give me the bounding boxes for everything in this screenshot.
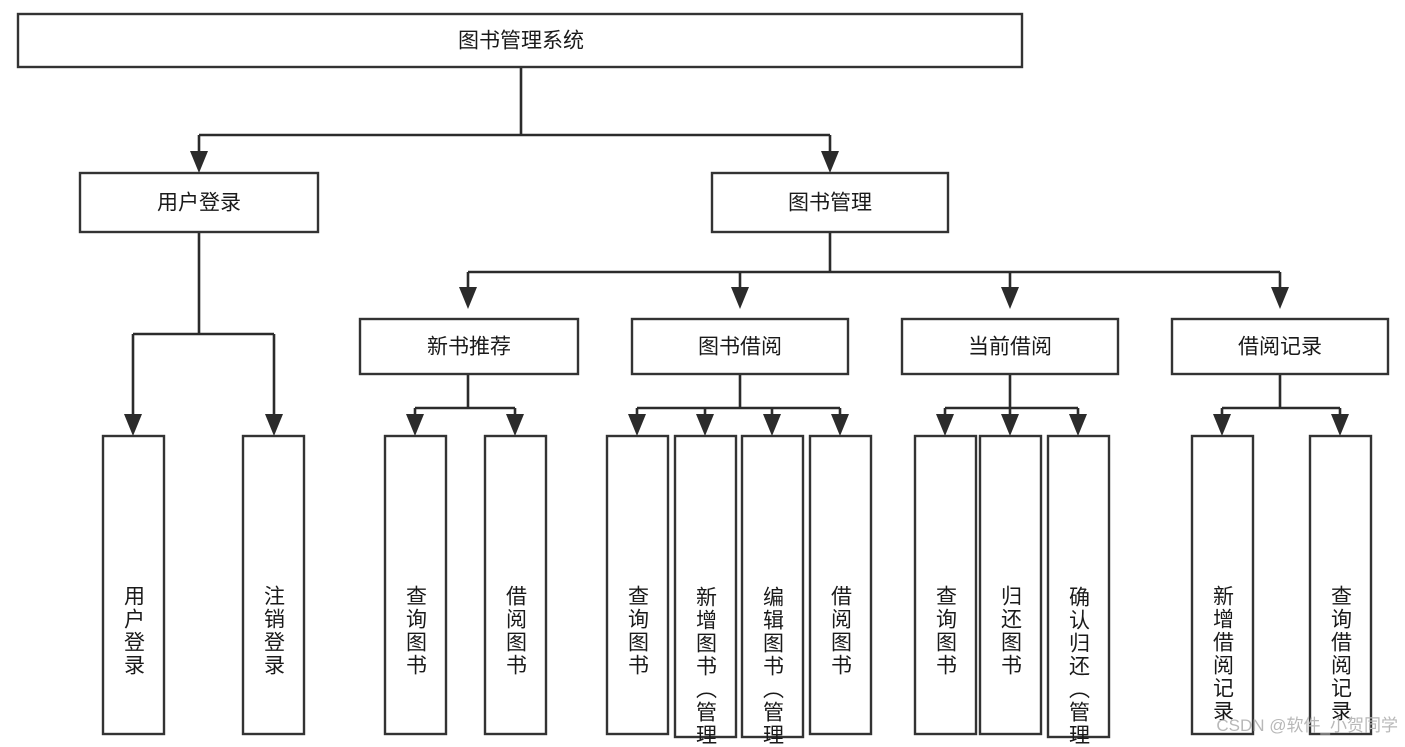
node-leaf-borrow-book-1-label: 借阅图书 [504,585,528,677]
arrow-icon-leaf-edit-book [763,414,781,436]
node-new-book-recommend-label: 新书推荐 [427,336,511,359]
node-leaf-borrow-book-2-box[interactable] [808,434,873,736]
node-leaf-confirm-return-box[interactable] [1046,434,1111,739]
node-leaf-user-login-box[interactable] [101,434,166,736]
arrow-icon-leaf-user-login [124,414,142,436]
arrow-icon-leaf-confirm-return [1069,414,1087,436]
node-leaf-query-book-1[interactable]: 查询图书 [383,434,448,736]
node-book-management-label: 图书管理 [788,192,872,215]
node-book-borrow-box[interactable] [630,317,850,376]
node-root[interactable]: 图书管理系统 [16,12,1024,69]
node-leaf-borrow-book-1[interactable]: 借阅图书 [483,434,548,736]
arrow-icon-borrow-record [1271,287,1289,309]
node-current-borrow-label: 当前借阅 [968,336,1052,359]
node-leaf-query-book-3-label: 查询图书 [934,585,958,677]
node-borrow-record[interactable]: 借阅记录 [1170,317,1390,376]
node-book-management-box[interactable] [710,171,950,234]
connector-layer [124,67,1349,436]
node-leaf-query-book-2-label: 查询图书 [626,585,650,677]
node-leaf-edit-book[interactable]: 编辑图书（管理员） [740,434,805,747]
node-user-login-box[interactable] [78,171,320,234]
node-leaf-confirm-return[interactable]: 确认归还（管理员） [1046,434,1111,747]
node-leaf-return-book-label: 归还图书 [999,585,1023,677]
node-leaf-user-login-label: 用户登录 [122,585,146,677]
node-leaf-edit-book-label: 编辑图书（管理员） [761,586,785,747]
arrow-icon-leaf-query-book-2 [628,414,646,436]
node-leaf-logout-login-box[interactable] [241,434,306,736]
arrow-icon-book-management [821,151,839,173]
arrow-icon-leaf-query-book-1 [406,414,424,436]
node-leaf-edit-book-box[interactable] [740,434,805,739]
node-current-borrow-box[interactable] [900,317,1120,376]
node-current-borrow[interactable]: 当前借阅 [900,317,1120,376]
node-leaf-borrow-book-2[interactable]: 借阅图书 [808,434,873,736]
node-root-box[interactable] [16,12,1024,69]
arrow-icon-leaf-borrow-book-2 [831,414,849,436]
node-leaf-return-book-box[interactable] [978,434,1043,736]
node-leaf-add-record-box[interactable] [1190,434,1255,736]
node-book-management[interactable]: 图书管理 [710,171,950,234]
node-user-login-label: 用户登录 [157,192,241,215]
node-leaf-add-book-label: 新增图书（管理员） [694,586,718,747]
node-leaf-confirm-return-label: 确认归还（管理员） [1067,586,1091,747]
node-leaf-query-book-3[interactable]: 查询图书 [913,434,978,736]
node-leaf-logout-login[interactable]: 注销登录 [241,434,306,736]
node-book-borrow[interactable]: 图书借阅 [630,317,850,376]
node-leaf-borrow-book-2-label: 借阅图书 [829,585,853,677]
node-borrow-record-label: 借阅记录 [1238,336,1322,359]
arrow-icon-leaf-logout-login [265,414,283,436]
node-root-label: 图书管理系统 [458,30,584,53]
node-new-book-recommend[interactable]: 新书推荐 [358,317,580,376]
node-leaf-return-book[interactable]: 归还图书 [978,434,1043,736]
arrow-icon-new-book-recommend [459,287,477,309]
node-leaf-query-record-label: 查询借阅记录 [1329,585,1353,723]
arrow-icon-current-borrow [1001,287,1019,309]
arrow-icon-leaf-add-book [696,414,714,436]
node-leaf-query-record[interactable]: 查询借阅记录 [1308,434,1373,736]
arrow-icon-leaf-query-book-3 [936,414,954,436]
arrow-icon-leaf-borrow-book-1 [506,414,524,436]
node-leaf-user-login[interactable]: 用户登录 [101,434,166,736]
node-leaf-query-book-3-box[interactable] [913,434,978,736]
node-leaf-borrow-book-1-box[interactable] [483,434,548,736]
node-user-login[interactable]: 用户登录 [78,171,320,234]
node-leaf-logout-login-label: 注销登录 [262,585,286,677]
node-leaf-add-record-label: 新增借阅记录 [1211,585,1235,723]
watermark-label: CSDN @软件_小贺同学 [1216,716,1398,735]
node-leaf-query-book-1-box[interactable] [383,434,448,736]
node-leaf-query-book-1-label: 查询图书 [404,585,428,677]
node-leaf-query-book-2-box[interactable] [605,434,670,736]
arrow-icon-leaf-query-record [1331,414,1349,436]
node-leaf-add-book[interactable]: 新增图书（管理员） [673,434,738,747]
node-leaf-add-book-box[interactable] [673,434,738,739]
arrow-icon-user-login [190,151,208,173]
node-leaf-add-record[interactable]: 新增借阅记录 [1190,434,1255,736]
node-new-book-recommend-box[interactable] [358,317,580,376]
arrow-icon-leaf-add-record [1213,414,1231,436]
node-leaf-query-book-2[interactable]: 查询图书 [605,434,670,736]
node-leaf-query-record-box[interactable] [1308,434,1373,736]
arrow-icon-leaf-return-book [1001,414,1019,436]
arrow-icon-book-borrow [731,287,749,309]
node-borrow-record-box[interactable] [1170,317,1390,376]
node-book-borrow-label: 图书借阅 [698,336,782,359]
